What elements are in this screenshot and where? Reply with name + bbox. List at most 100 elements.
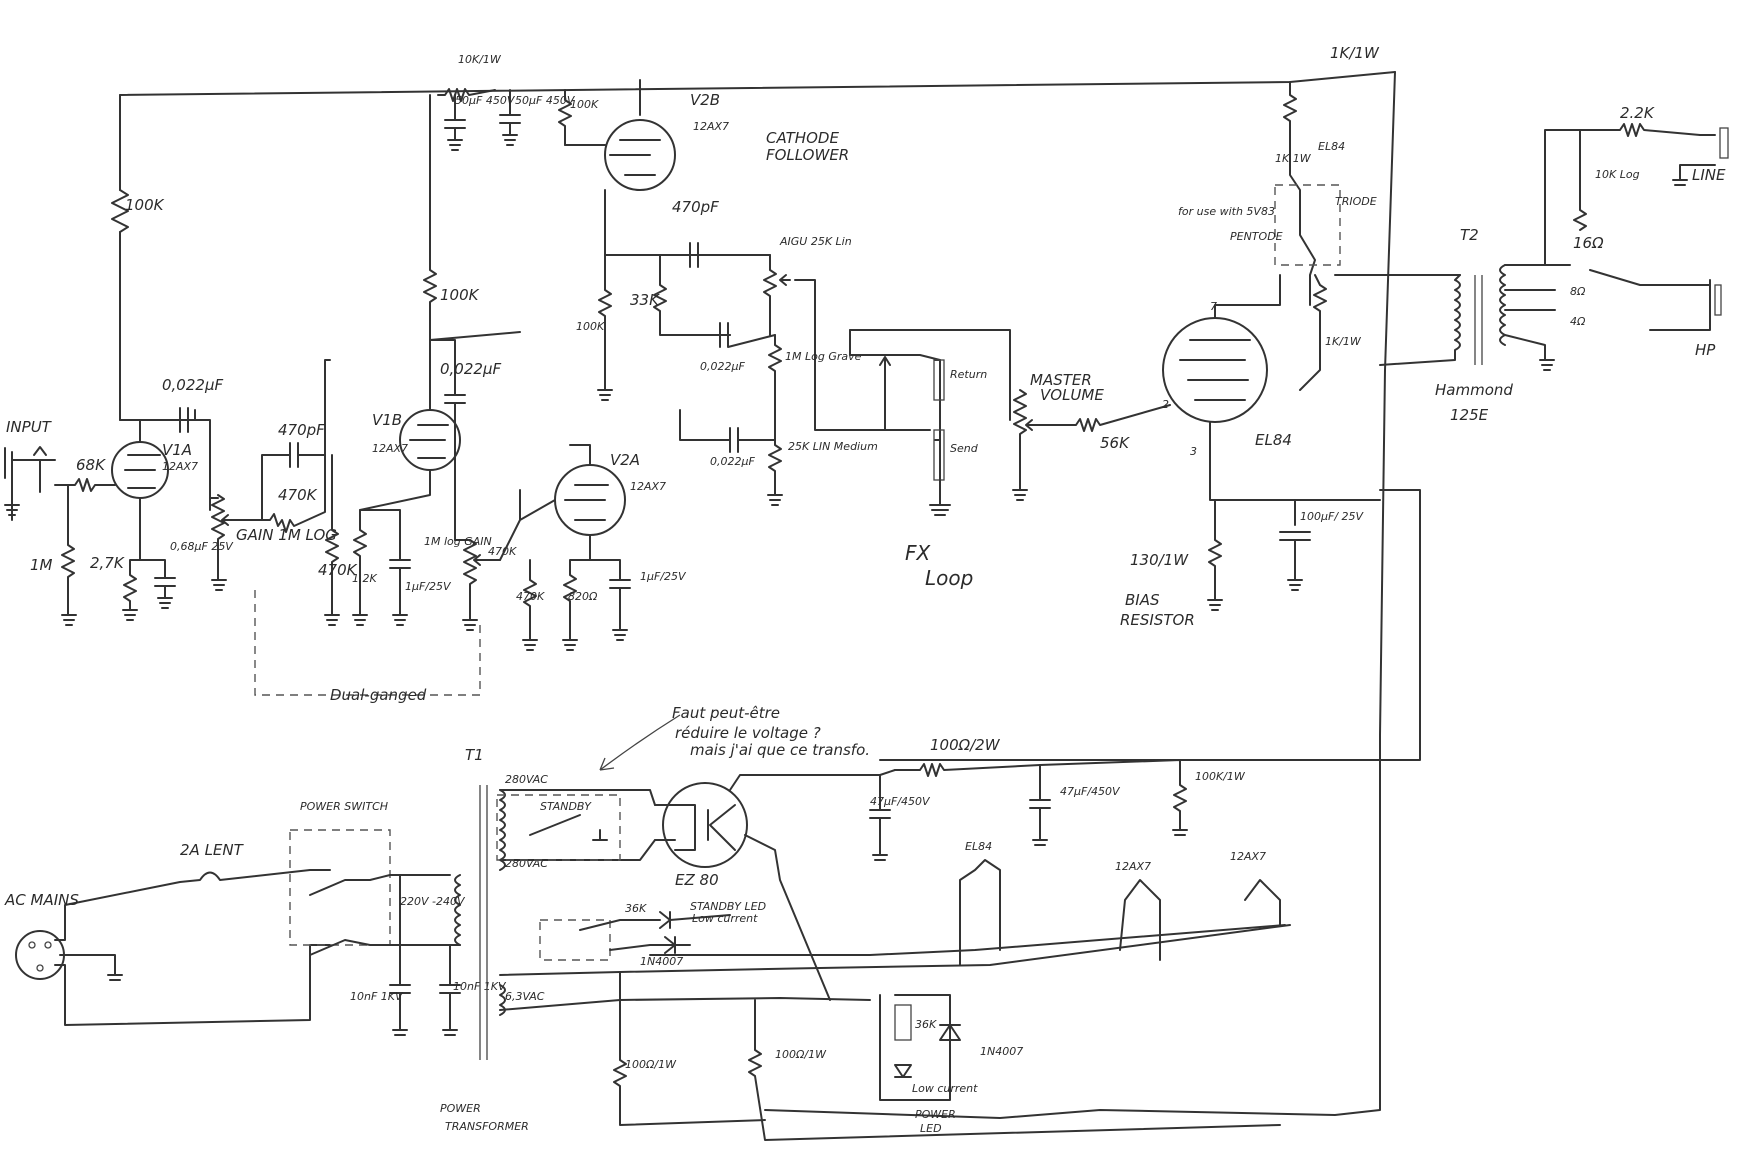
c-50uf-a-label: 50µF 450V (455, 94, 516, 107)
mains-caps (389, 874, 461, 1036)
power-transformer-b: TRANSFORMER (445, 1120, 529, 1133)
r-100-2w-label: 100Ω/2W (930, 736, 1001, 754)
hp-label: HP (1695, 341, 1716, 359)
line-out (1544, 123, 1729, 266)
c-47uf-b-label: 47µF/450V (1060, 785, 1121, 798)
r-100-1w-b-label: 100Ω/1W (775, 1048, 827, 1061)
low-current-b: Low current (912, 1082, 978, 1095)
v2a-type: 12AX7 (630, 480, 666, 493)
ez80-label: EZ 80 (675, 871, 719, 889)
r-100-1w-a-label: 100Ω/1W (625, 1058, 677, 1071)
fx-return-label: Return (950, 368, 987, 381)
t2-label: T2 (1460, 226, 1479, 244)
fx-loop (849, 329, 1011, 516)
pot-aigu-label: AIGU 25K Lin (779, 235, 852, 248)
power-led-b: LED (920, 1122, 942, 1135)
power-switch (289, 829, 461, 956)
r-130-label: 130/1W (1130, 551, 1189, 569)
line-label: LINE (1692, 166, 1726, 184)
pentode-label: PENTODE (1230, 230, 1283, 243)
t1-label: T1 (465, 746, 484, 764)
tap-4: 4Ω (1570, 315, 1586, 328)
pot-grave-label: 1M Log Grave (785, 350, 862, 363)
fx-loop-a: FX (905, 541, 932, 565)
b-plus-rail (111, 71, 1396, 421)
power-transformer-t1 (454, 785, 1291, 1060)
tube-el84 (1162, 274, 1381, 611)
v-220: 220V -240V (400, 895, 466, 908)
bias-b: RESISTOR (1120, 611, 1195, 629)
r-100k-b-label: 100K (440, 286, 480, 304)
tube-v1b (352, 319, 521, 626)
standby-switch (496, 794, 621, 861)
psu-filters (869, 759, 1188, 861)
v1a-type: 12AX7 (162, 460, 198, 473)
tap-8: 8Ω (1570, 285, 1586, 298)
r-1k1w-c-label: 1K 1W (1275, 152, 1312, 165)
d-1n4007-b-label: 1N4007 (980, 1045, 1023, 1058)
pot-gain-1-label: GAIN 1M LOG (236, 526, 337, 544)
r-100k1w-label: 100K/1W (1195, 770, 1246, 783)
r-56k-label: 56K (1100, 434, 1130, 452)
input-resistors (54, 478, 116, 626)
tube-v2a (499, 444, 631, 651)
pot-gain-2-label: 1M log GAIN (424, 535, 492, 548)
heater-wiring (613, 859, 1286, 1141)
standby-label: STANDBY (540, 800, 592, 813)
power-led-network (879, 994, 961, 1101)
pin-2: 2 (1162, 398, 1169, 411)
v1b-type: 12AX7 (372, 442, 408, 455)
filter-section-top (437, 88, 521, 151)
pentode-triode-switch (1274, 81, 1461, 391)
v-63: 6,3VAC (505, 990, 545, 1003)
el84-sw-label: EL84 (1318, 140, 1345, 153)
hammond-a: Hammond (1435, 381, 1513, 399)
note-1: Faut peut-être (672, 704, 780, 722)
r-1-2k-label: 1,2K (352, 572, 377, 585)
tube-v1a (111, 409, 196, 621)
input-jack (4, 446, 56, 521)
c-068-label: 0,68µF 25V (170, 540, 234, 553)
r-2-7k-label: 2,7K (90, 554, 125, 572)
triode-label: TRIODE (1335, 195, 1377, 208)
r-100k-d (597, 254, 613, 401)
input-label: INPUT (6, 418, 53, 436)
pin-3: 3 (1190, 445, 1197, 458)
r-100k-a-label: 100K (125, 196, 165, 214)
r-470k-d-label: 470K (516, 590, 545, 603)
pot-gain-2 (454, 539, 501, 631)
standby-led-network (539, 911, 731, 961)
hammond-b: 125E (1450, 406, 1489, 424)
note-3: mais j'ai que ce transfo. (690, 741, 870, 759)
r-10k1w-label: 10K/1W (458, 53, 502, 66)
pot-10k-label: 10K Log (1595, 168, 1640, 181)
v1b-input-network (231, 359, 331, 533)
ac-mains-label: AC MAINS (4, 891, 79, 909)
r-68k-label: 68K (76, 456, 106, 474)
v2b-label: V2B (690, 91, 720, 109)
r-470k-b (324, 454, 340, 626)
r-1m-label: 1M (30, 556, 53, 574)
r-36k-b-label: 36K (915, 1018, 937, 1031)
heater-12ax7-b: 12AX7 (1230, 850, 1266, 863)
c-10nf-a-label: 10nF 1KV (350, 990, 404, 1003)
pot-medium-label: 25K LIN Medium (788, 440, 878, 453)
r-33k-label: 33K (630, 291, 660, 309)
r-1k1w-b-label: 1K/1W (1325, 335, 1362, 348)
r-820-label: 820Ω (568, 590, 598, 603)
r-100k-b (423, 94, 437, 321)
c-0022-c-label: 0,022µF (700, 360, 745, 373)
power-switch-label: POWER SWITCH (300, 800, 388, 813)
r-470k-a-label: 470K (278, 486, 318, 504)
d-1n4007-a-label: 1N4007 (640, 955, 683, 968)
c-50uf-b-label: 50µF 450V (515, 94, 576, 107)
v2a-label: V2A (610, 451, 640, 469)
tone-stack (653, 242, 871, 506)
heater-12ax7-a: 12AX7 (1115, 860, 1151, 873)
tap-16: 16Ω (1573, 234, 1604, 252)
cap-0022-b (429, 339, 466, 541)
cathode-follower-a: CATHODE (766, 129, 839, 147)
c-100uf-label: 100µF/ 25V (1300, 510, 1365, 523)
hp-jack (1679, 279, 1722, 331)
